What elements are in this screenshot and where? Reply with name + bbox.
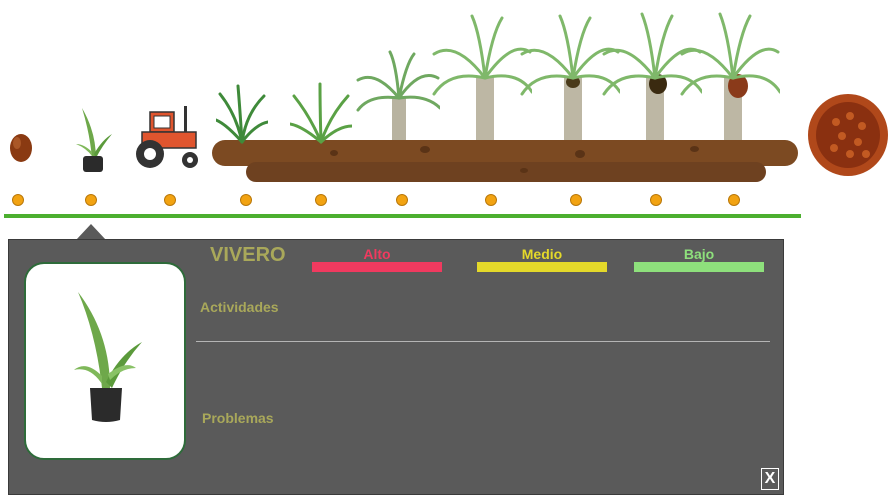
close-button[interactable]: X [761,468,779,490]
level-label-high: Alto [363,246,391,262]
palm-icon[interactable] [356,50,440,142]
tractor-icon[interactable] [134,106,202,172]
soil-mound [212,140,798,166]
level-label-low: Bajo [683,246,715,262]
activities-label: Actividades [200,299,279,315]
soil-clod [520,168,528,173]
soil-clod [575,150,585,158]
palm-icon[interactable] [432,14,532,142]
timeline-dot-palm-7[interactable] [728,194,740,206]
section-divider [196,341,770,342]
seedling-icon[interactable] [74,104,114,174]
timeline-dot-tractor[interactable] [164,194,176,206]
potted-seedling-icon [74,292,142,422]
soil-mound-lower [246,162,766,182]
timeline-dot-palm-4[interactable] [485,194,497,206]
timeline-dot-young-palm-2[interactable] [315,194,327,206]
stage-title: VIVERO [210,244,286,266]
soil-clod [420,146,430,153]
soil-clod [330,150,338,156]
young-palm-icon[interactable] [290,82,352,144]
fruit-bunch-icon[interactable] [806,92,890,178]
soil-clod [690,146,699,152]
timeline-dot-palm-6[interactable] [650,194,662,206]
timeline-dot-palm-5[interactable] [570,194,582,206]
level-bar-low [634,262,764,272]
panel-pointer [76,224,106,240]
timeline-dot-seed[interactable] [12,194,24,206]
level-bar-medium [477,262,607,272]
seed-icon[interactable] [6,128,36,164]
problems-label: Problemas [202,410,274,426]
stage-image-card [24,262,186,460]
timeline-line [4,214,801,218]
level-bar-high [312,262,442,272]
timeline-dot-seedling[interactable] [85,194,97,206]
timeline-dot-young-palm-1[interactable] [240,194,252,206]
timeline-dot-palm-3[interactable] [396,194,408,206]
level-label-medium: Medio [521,246,563,262]
palm-fruit-icon[interactable] [602,12,702,142]
palm-fruit-icon[interactable] [680,12,780,142]
young-palm-icon[interactable] [216,84,268,144]
